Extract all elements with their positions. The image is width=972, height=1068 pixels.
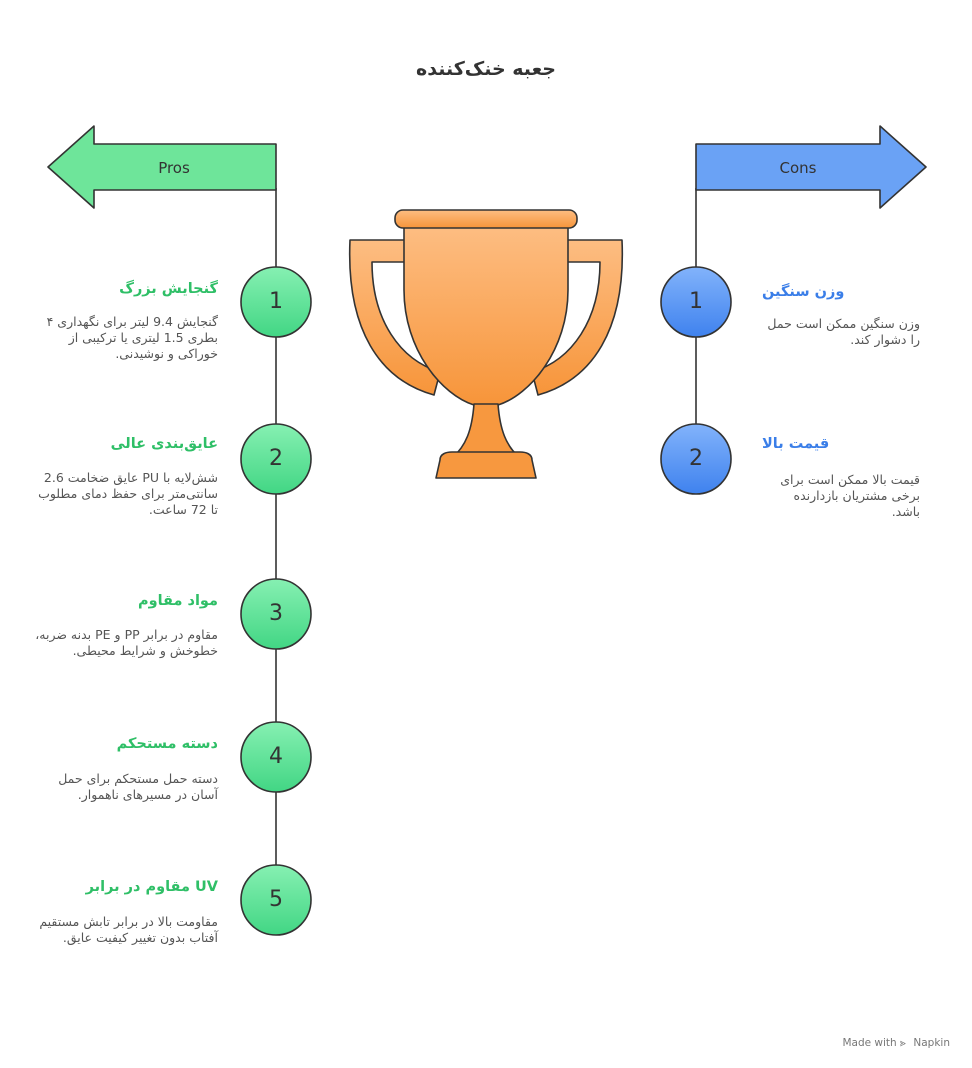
pros-item-desc-4: دسته حمل مستحکم برای حمل آسان در مسیرهای… [58, 771, 218, 802]
made-with-label: Made with [842, 1037, 897, 1049]
pros-item-desc-2: شش‌لایه با PU عایق ضخامت 2.6 سانتی‌متر ب… [38, 470, 218, 517]
cons-circle-1 [660, 266, 732, 338]
pros-flag [47, 125, 277, 209]
napkin-brand: Napkin [913, 1037, 950, 1049]
pros-number-3: 3 [269, 601, 283, 626]
pros-number-2: 2 [269, 446, 283, 471]
pros-number-5: 5 [269, 887, 283, 912]
page-title: جعبه خنک‌کننده [416, 58, 556, 80]
pros-circle-4 [240, 721, 312, 793]
cons-circle-2 [660, 423, 732, 495]
napkin-credit: Made with ⪢ Napkin [842, 1037, 950, 1050]
cons-flag [695, 125, 927, 209]
pros-item-desc-5: مقاومت بالا در برابر تابش مستقیم آفتاب ب… [39, 914, 218, 945]
cons-flag-label: Cons [779, 159, 817, 177]
pros-flag-label: Pros [158, 159, 190, 177]
napkin-logo-icon: ⪢ [900, 1037, 906, 1049]
pros-item-title-1: گنجایش بزرگ [119, 281, 218, 297]
cons-item-desc-1: وزن سنگین ممکن است حمل را دشوار کند. [767, 316, 920, 347]
cons-number-2: 2 [689, 446, 703, 471]
cons-item-title-2: قیمت بالا [762, 436, 830, 452]
pros-circle-5 [240, 864, 312, 936]
trophy-icon [348, 209, 624, 479]
pros-circle-3 [240, 578, 312, 650]
pros-circle-2 [240, 423, 312, 495]
cons-number-1: 1 [689, 289, 703, 314]
pros-item-desc-3: مقاوم در برابر PP و PE بدنه ضربه، خطوخش … [35, 627, 218, 658]
cons-item-title-1: وزن سنگین [762, 284, 845, 300]
pros-item-title-3: مواد مقاوم [137, 593, 218, 609]
pros-item-title-2: عایق‌بندی عالی [110, 436, 218, 452]
pros-circle-1 [240, 266, 312, 338]
pros-number-4: 4 [269, 744, 283, 769]
pros-item-desc-1: گنجایش 9.4 لیتر برای نگهداری ۴ بطری 1.5 … [46, 314, 218, 361]
pros-item-title-5: UV مقاوم در برابر [85, 879, 218, 895]
pros-number-1: 1 [269, 289, 283, 314]
pros-markers [240, 266, 312, 936]
cons-item-desc-2: قیمت بالا ممکن است برای برخی مشتریان باز… [780, 472, 920, 519]
cons-markers [660, 266, 732, 495]
pros-item-title-4: دسته مستحکم [116, 736, 218, 752]
